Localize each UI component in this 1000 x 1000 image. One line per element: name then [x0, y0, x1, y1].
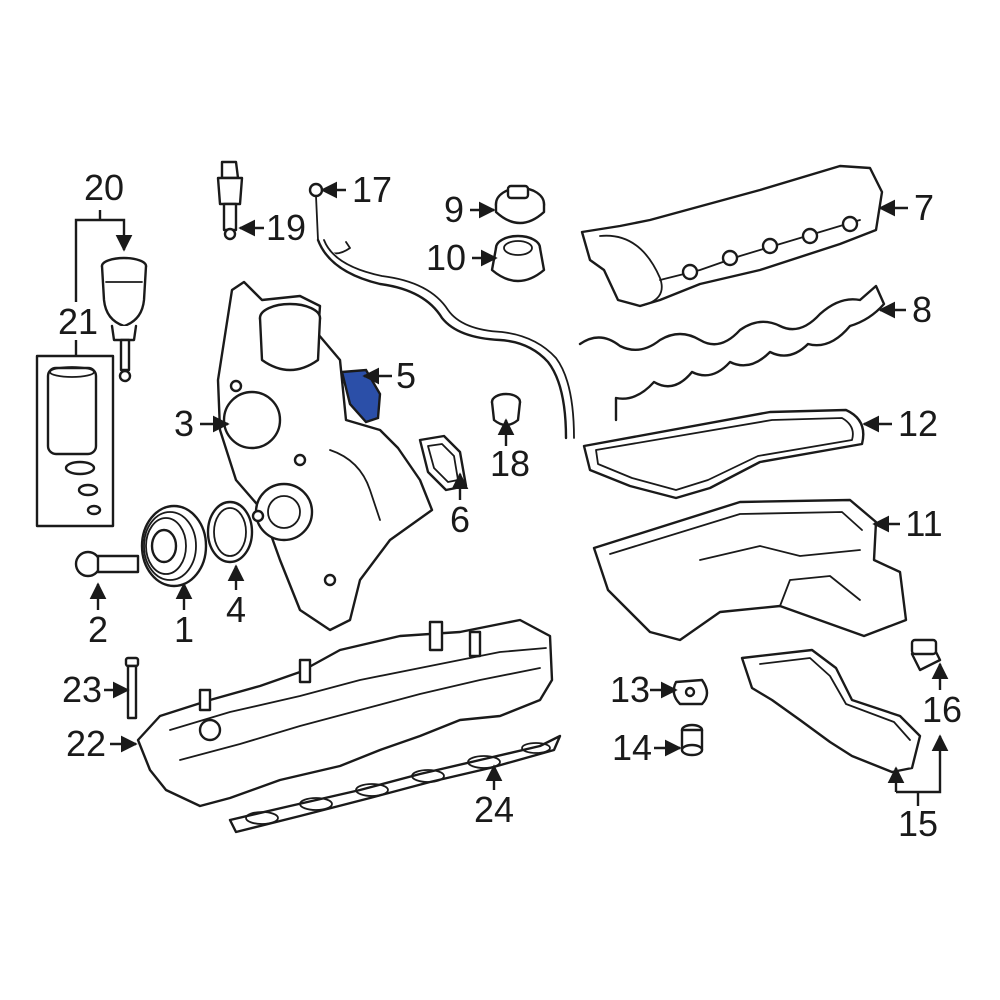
oil-pan-gasket[interactable]: [582, 408, 865, 500]
callout-15: 15: [898, 803, 938, 844]
washer[interactable]: [672, 678, 709, 706]
callout-6: 6: [450, 499, 470, 540]
callout-2: 2: [88, 609, 108, 650]
pulley-bolt[interactable]: [74, 550, 140, 578]
callout-5: 5: [396, 355, 416, 396]
callout-7: 7: [914, 187, 934, 228]
callout-16: 16: [922, 689, 962, 730]
intake-manifold[interactable]: [136, 618, 554, 808]
callout-4: 4: [226, 589, 246, 630]
intake-manifold-gasket[interactable]: [228, 734, 562, 834]
callout-3: 3: [174, 403, 194, 444]
callout-1: 1: [174, 609, 194, 650]
dipstick-tube[interactable]: [308, 182, 575, 440]
timing-cover[interactable]: [216, 280, 434, 632]
crankshaft-pulley[interactable]: [140, 504, 208, 588]
callout-8: 8: [912, 289, 932, 330]
timing-cover-gasket-highlighted[interactable]: [340, 368, 382, 424]
drain-plug[interactable]: [680, 723, 704, 757]
upper-oil-pan[interactable]: [592, 498, 908, 642]
callout-18: 18: [490, 443, 530, 484]
leader-lines: [74, 181, 949, 806]
filler-neck[interactable]: [490, 234, 546, 283]
manifold-bolt[interactable]: [124, 656, 140, 720]
lower-oil-pan[interactable]: [740, 648, 922, 774]
callout-19: 19: [266, 207, 306, 248]
oil-filter-kit[interactable]: [35, 354, 115, 528]
callout-labels: 1 2 3 4 5 6 7 8 9 10 11 12 13 14 15 16 1…: [58, 167, 962, 844]
o-ring-seal[interactable]: [206, 500, 254, 564]
valve-cover[interactable]: [580, 164, 884, 308]
drain-bolt[interactable]: [910, 638, 942, 672]
callout-23: 23: [62, 669, 102, 710]
valve-cover-gasket[interactable]: [578, 284, 886, 422]
callout-22: 22: [66, 723, 106, 764]
oil-level-sensor[interactable]: [216, 160, 244, 241]
callout-14: 14: [612, 727, 652, 768]
callout-10: 10: [426, 237, 466, 278]
oil-filler-cap[interactable]: [494, 184, 546, 225]
callout-21: 21: [58, 301, 98, 342]
callout-11: 11: [905, 503, 942, 544]
callout-9: 9: [444, 189, 464, 230]
callout-17: 17: [352, 169, 392, 210]
oil-filter-housing[interactable]: [100, 256, 148, 383]
callout-20: 20: [84, 167, 124, 208]
callout-24: 24: [474, 789, 514, 830]
callout-12: 12: [898, 403, 938, 444]
callout-13: 13: [610, 669, 650, 710]
